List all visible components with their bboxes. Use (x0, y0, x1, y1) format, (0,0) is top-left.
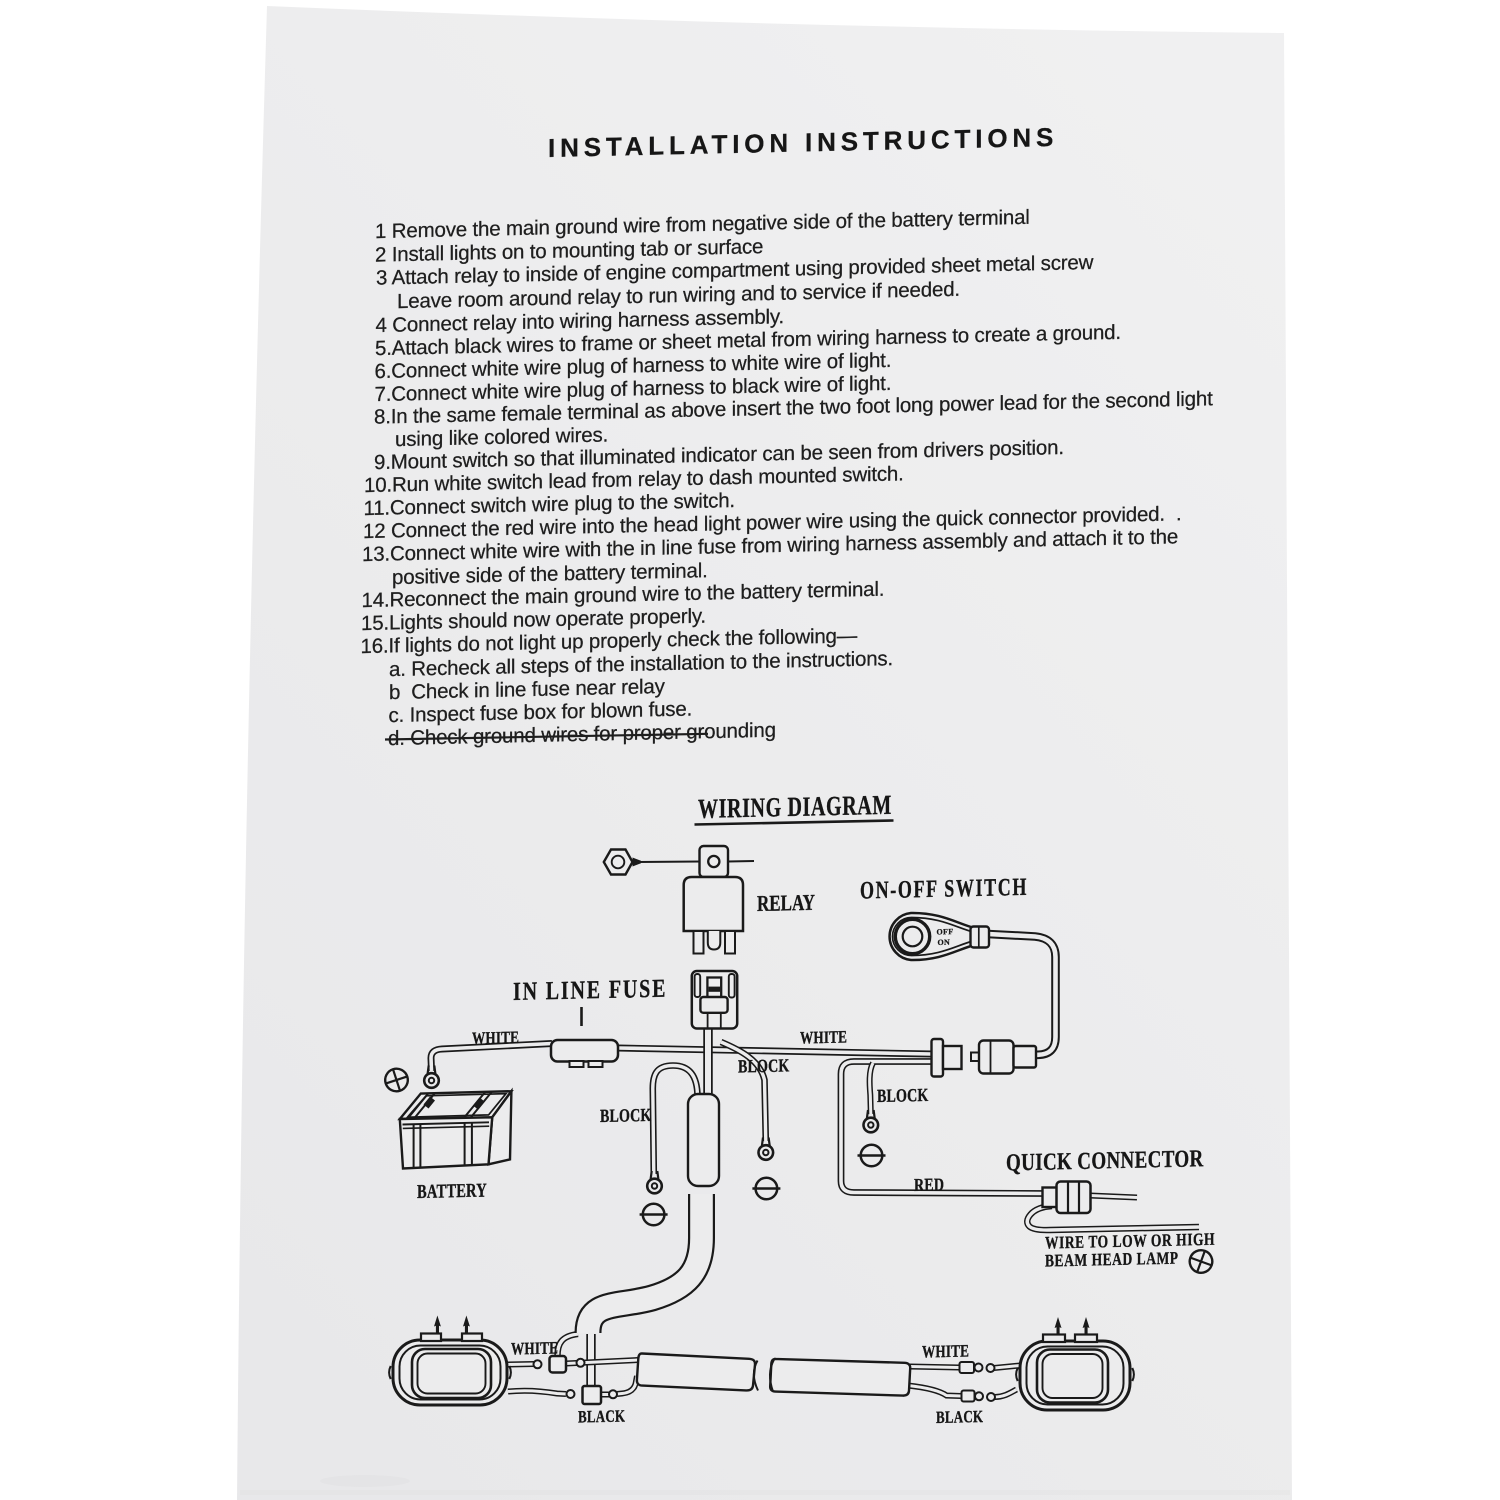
svg-text:positive side of the battery t: positive side of the battery terminal. (392, 559, 708, 589)
svg-text:BLACK: BLACK (578, 1407, 625, 1427)
svg-text:BEAM HEAD LAMP: BEAM HEAD LAMP (1045, 1249, 1179, 1271)
svg-text:QUICK CONNECTOR: QUICK CONNECTOR (1006, 1145, 1204, 1176)
svg-text:BATTERY: BATTERY (417, 1179, 487, 1202)
svg-text:WHITE: WHITE (472, 1028, 519, 1048)
svg-text:WHITE: WHITE (511, 1339, 558, 1359)
svg-text:ON-OFF SWITCH: ON-OFF SWITCH (860, 873, 1028, 904)
svg-text:IN LINE FUSE: IN LINE FUSE (513, 974, 667, 1007)
svg-text:BLOCK: BLOCK (600, 1104, 652, 1127)
svg-text:WHITE: WHITE (922, 1342, 969, 1362)
svg-text:ON: ON (938, 938, 951, 947)
svg-text:BLOCK: BLOCK (877, 1084, 929, 1107)
svg-text:WIRING DIAGRAM: WIRING DIAGRAM (698, 791, 892, 825)
svg-text:RELAY: RELAY (757, 891, 815, 917)
svg-text:OFF: OFF (937, 927, 954, 936)
svg-text:RED: RED (914, 1175, 944, 1196)
svg-text:BLACK: BLACK (936, 1407, 983, 1427)
svg-text:WHITE: WHITE (800, 1028, 847, 1048)
svg-text:BLOCK: BLOCK (738, 1054, 790, 1077)
svg-text:WIRE TO LOW OR HIGH: WIRE TO LOW OR HIGH (1045, 1230, 1215, 1253)
svg-text:using like colored wires.: using like colored wires. (395, 423, 608, 451)
